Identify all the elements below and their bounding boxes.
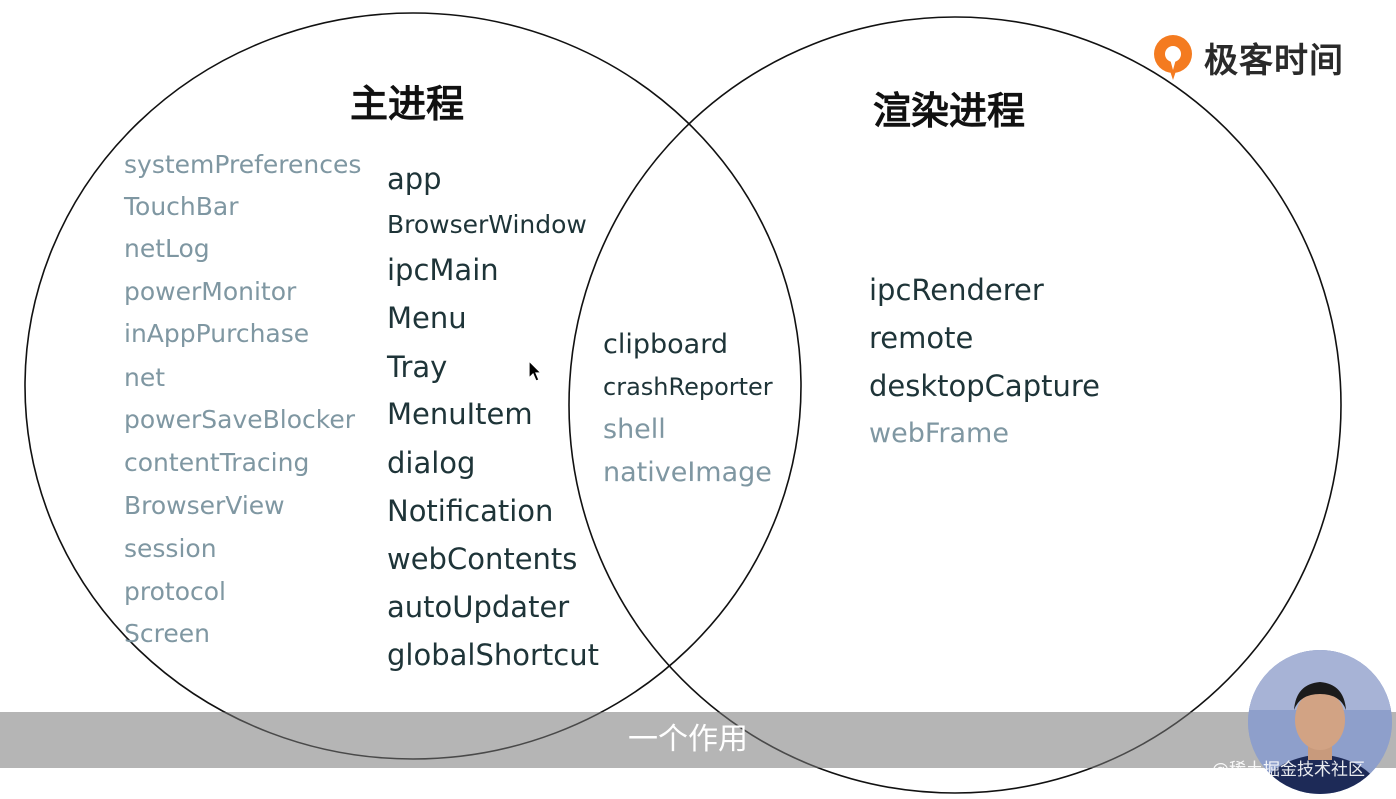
watermark: @稀土掘金技术社区 bbox=[1212, 760, 1365, 780]
renderer-item: webFrame bbox=[869, 418, 1009, 449]
renderer-item: remote bbox=[869, 321, 974, 355]
presenter-avatar bbox=[1248, 650, 1392, 794]
main-right-item: Notification bbox=[387, 494, 554, 528]
main-left-item: powerSaveBlocker bbox=[124, 405, 356, 434]
shared-item: shell bbox=[603, 414, 666, 445]
renderer-process-circle bbox=[568, 16, 1342, 794]
renderer-process-title: 渲染进程 bbox=[873, 89, 1026, 133]
subtitle-text: 一个作用 bbox=[628, 722, 748, 757]
main-right-item: autoUpdater bbox=[387, 590, 570, 624]
main-left-item: netLog bbox=[124, 234, 210, 263]
shared-item: nativeImage bbox=[603, 457, 772, 488]
main-left-item: BrowserView bbox=[124, 491, 285, 520]
renderer-item: ipcRenderer bbox=[869, 273, 1044, 307]
mouse-cursor-icon bbox=[528, 360, 543, 382]
main-left-item: TouchBar bbox=[124, 192, 239, 221]
main-right-item: Menu bbox=[387, 301, 467, 335]
main-right-item: Tray bbox=[387, 350, 448, 384]
main-left-item: contentTracing bbox=[124, 448, 310, 477]
main-right-item: globalShortcut bbox=[387, 638, 599, 672]
subtitle-bar bbox=[0, 712, 1396, 768]
main-left-item: Screen bbox=[124, 619, 210, 648]
main-left-item: net bbox=[124, 363, 166, 392]
main-left-item: session bbox=[124, 534, 217, 563]
presenter-webcam bbox=[1248, 650, 1392, 794]
logo-text: 极客时间 bbox=[1204, 40, 1344, 81]
shared-item: crashReporter bbox=[603, 373, 773, 401]
main-left-item: powerMonitor bbox=[124, 277, 297, 306]
main-right-item: webContents bbox=[387, 542, 578, 576]
main-right-item: MenuItem bbox=[387, 397, 533, 431]
geektime-logo-icon bbox=[1154, 35, 1192, 80]
main-right-item: dialog bbox=[387, 446, 476, 480]
main-process-title: 主进程 bbox=[350, 82, 465, 126]
main-left-item: protocol bbox=[124, 577, 226, 606]
main-left-item: systemPreferences bbox=[124, 150, 362, 179]
geektime-logo: 极客时间 bbox=[1150, 32, 1344, 82]
main-left-item: inAppPurchase bbox=[124, 319, 310, 348]
main-right-item: app bbox=[387, 162, 442, 196]
renderer-item: desktopCapture bbox=[869, 369, 1100, 403]
shared-item: clipboard bbox=[603, 329, 728, 360]
main-right-item: ipcMain bbox=[387, 253, 499, 287]
main-right-item: BrowserWindow bbox=[387, 210, 587, 239]
